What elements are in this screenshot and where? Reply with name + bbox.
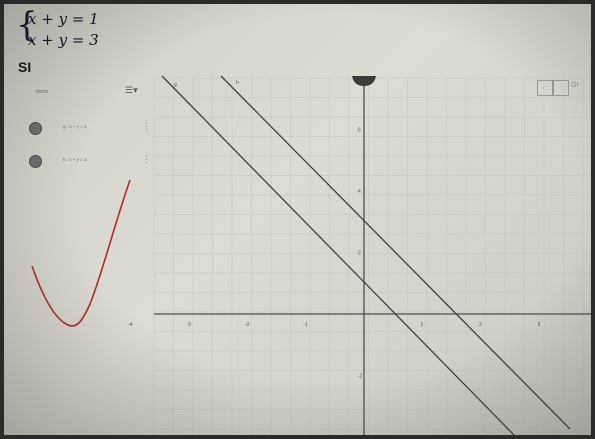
line-g[interactable] [161,75,515,435]
x-tick-label: -1 [304,322,309,328]
line-h[interactable] [220,75,571,430]
x-tick-label: 2 [479,322,482,328]
y-tick-label: 4 [358,189,361,195]
equation-2: x + y = 3 [28,31,99,49]
algebra-heading: Items [36,89,49,95]
more-options-icon[interactable]: ⋮ [142,121,151,131]
graphics-view[interactable]: g h -4 -3 -2 -1 1 2 3 4 6 4 2 -2 [4,4,591,435]
visibility-toggle-icon[interactable] [29,155,42,168]
x-tick-label: 3 [538,322,541,328]
algebra-panel: Items ☰▾ g : x + y = 1 ⋮ h : x + y = 3 ⋮ [18,82,158,192]
answer-label: SI [18,59,32,75]
algebra-item-h[interactable]: h : x + y = 3 ⋮ [18,154,158,170]
y-tick-labels: 6 4 2 -2 [358,127,363,379]
x-tick-label: -2 [245,322,250,328]
x-tick-label: -3 [187,322,192,328]
x-tick-labels: -4-3-2-11234 [128,322,541,328]
y-tick-label: 2 [358,250,361,256]
line-label-g: g [174,82,177,88]
x-tick-label: -4 [128,322,133,328]
graph-toolbar-label: Gr [571,82,579,89]
grid [153,77,591,435]
line-label-h: h [236,80,239,86]
x-tick-label: 1 [421,322,424,328]
graph-tool-button[interactable] [537,80,553,96]
photo-frame: { x + y = 1 x + y = 3 SI Items ☰▾ g : x … [4,4,591,435]
equation-1: x + y = 1 [28,10,99,28]
system-brace: { [16,5,38,45]
check-mark [31,179,131,327]
y-tick-label: -2 [358,374,363,380]
algebra-item-g[interactable]: g : x + y = 1 ⋮ [18,121,158,137]
view-handle-icon[interactable] [352,76,376,86]
algebra-expression[interactable]: h : x + y = 3 [63,157,87,162]
more-options-icon[interactable]: ⋮ [142,154,151,164]
y-tick-label: 6 [358,127,361,133]
visibility-toggle-icon[interactable] [29,122,42,135]
graph-style-button[interactable] [553,80,569,96]
algebra-expression[interactable]: g : x + y = 1 [63,124,87,129]
algebra-menu-icon[interactable]: ☰▾ [125,85,138,95]
